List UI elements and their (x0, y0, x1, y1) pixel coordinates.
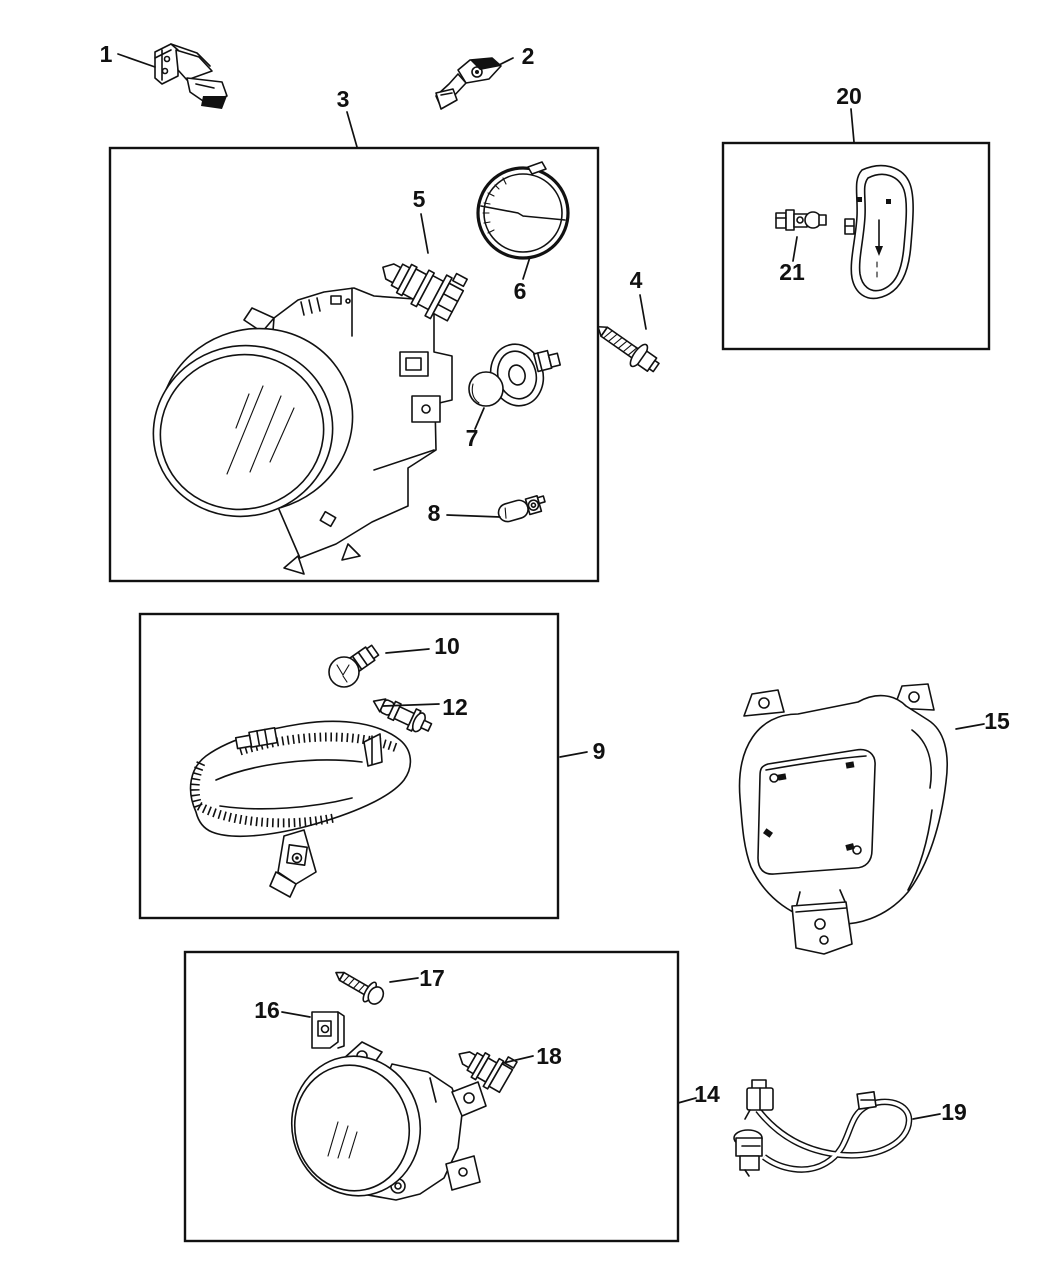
leader-2 (498, 57, 514, 66)
part-bulb-socket-21 (775, 209, 827, 231)
leader-15 (955, 723, 985, 730)
leader-18 (502, 1055, 534, 1064)
callout-5: 5 (413, 186, 426, 212)
part-mounting-bracket-15 (738, 683, 948, 955)
part-screw-17 (335, 971, 385, 1005)
part-socket-bulb-7 (468, 343, 562, 407)
callout-7: 7 (466, 425, 479, 451)
leader-20 (850, 108, 855, 143)
part-screw-4 (597, 325, 660, 373)
leader-6 (522, 256, 531, 280)
leader-8 (446, 514, 501, 518)
callout-2: 2 (522, 43, 535, 69)
part-bulb-8 (497, 494, 546, 523)
callout-4: 4 (630, 267, 643, 293)
part-wiring-harness-19 (733, 1079, 913, 1177)
callout-14: 14 (694, 1081, 720, 1107)
callout-9: 9 (593, 738, 606, 764)
callout-10: 10 (434, 633, 460, 659)
callout-15: 15 (984, 708, 1010, 734)
part-bulb-10 (328, 644, 380, 688)
leader-3 (346, 111, 358, 148)
part-bulb-5 (382, 263, 468, 322)
part-bracket-2 (435, 57, 502, 110)
callout-17: 17 (419, 965, 445, 991)
leader-19 (912, 1113, 941, 1120)
part-bracket-1 (154, 43, 228, 109)
leader-12 (382, 703, 440, 707)
group-box-9 (138, 612, 560, 920)
group-box-20 (721, 141, 991, 351)
callout-20: 20 (836, 83, 862, 109)
leader-17 (389, 977, 419, 983)
leader-7 (474, 407, 485, 430)
leader-10 (385, 648, 430, 654)
leader-21 (792, 236, 798, 262)
callout-12: 12 (442, 694, 468, 720)
callout-1: 1 (100, 41, 113, 67)
callout-16: 16 (254, 997, 280, 1023)
callout-21: 21 (779, 259, 805, 285)
callout-6: 6 (514, 278, 527, 304)
leader-16 (281, 1011, 311, 1018)
part-clip-16 (311, 1011, 345, 1049)
callout-18: 18 (536, 1043, 562, 1069)
part-side-marker-lamp (844, 164, 914, 300)
group-box-14 (183, 950, 680, 1243)
part-retaining-ring-6 (476, 161, 570, 260)
part-headlamp-assembly (152, 287, 453, 575)
group-box-3 (108, 146, 600, 583)
leader-9 (559, 751, 588, 758)
part-bulb-18 (458, 1051, 518, 1094)
part-bulb-12 (372, 698, 433, 733)
callout-19: 19 (941, 1099, 967, 1125)
part-park-turn-lamp (189, 720, 412, 898)
callout-3: 3 (337, 86, 350, 112)
part-fog-lamp-assembly (290, 1041, 487, 1201)
leader-5 (420, 213, 429, 254)
leader-14 (677, 1097, 697, 1104)
leader-1 (117, 53, 156, 68)
leader-4 (639, 294, 647, 330)
callout-8: 8 (428, 500, 441, 526)
